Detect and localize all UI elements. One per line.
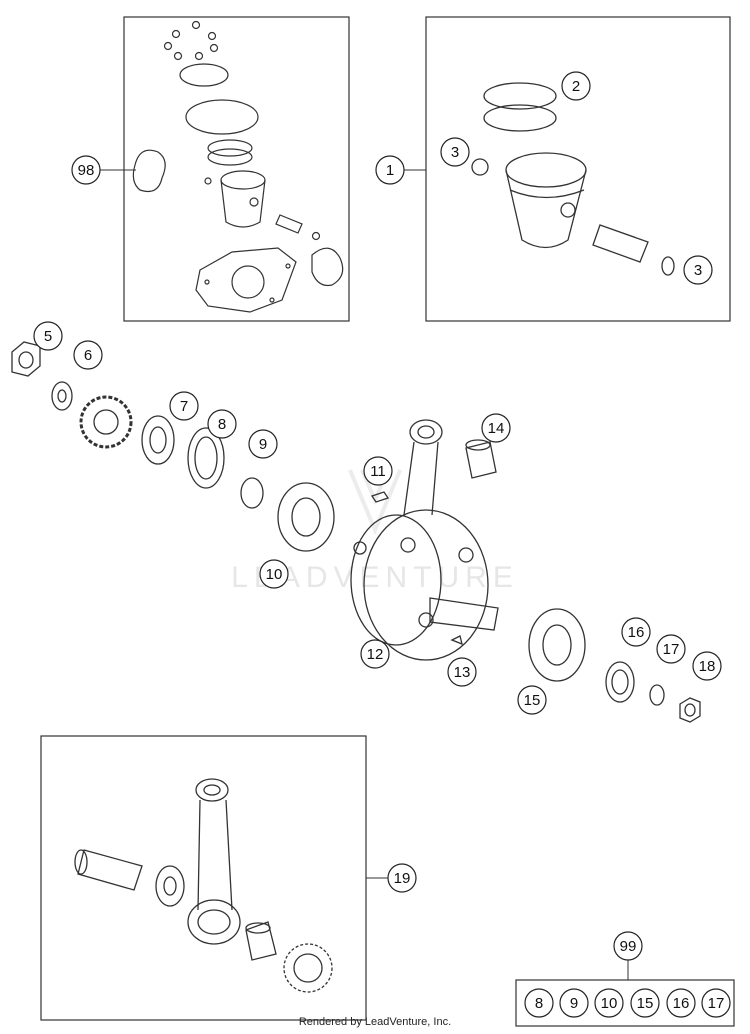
- svg-text:10: 10: [266, 566, 283, 583]
- callout-3-upper: 3: [440, 137, 470, 167]
- conrod-kit-parts: [74, 778, 333, 993]
- callout-2: 2: [561, 71, 591, 101]
- footer-credit: Rendered by LeadVenture, Inc.: [298, 1016, 452, 1028]
- callout-14: 14: [481, 413, 511, 443]
- kit-98-parts: [132, 20, 344, 313]
- callout-7: 7: [169, 391, 199, 421]
- callout-19: 19: [387, 863, 417, 893]
- svg-text:16: 16: [628, 624, 645, 641]
- svg-text:2: 2: [572, 78, 580, 95]
- svg-text:19: 19: [394, 870, 411, 887]
- kit-99-item: 9: [559, 988, 589, 1018]
- kit-99-item: 16: [666, 988, 696, 1018]
- callout-98: 98: [71, 155, 101, 185]
- svg-text:11: 11: [370, 463, 386, 480]
- callout-11: 11: [363, 456, 393, 486]
- svg-text:10: 10: [601, 995, 618, 1012]
- piston-parts: [471, 82, 675, 276]
- kit-99-item: 10: [594, 988, 624, 1018]
- svg-text:9: 9: [570, 995, 578, 1012]
- callout-8: 8: [207, 409, 237, 439]
- kit-99-frame: [515, 979, 735, 1027]
- kit-99-item: 15: [630, 988, 660, 1018]
- callout-15: 15: [517, 685, 547, 715]
- svg-text:15: 15: [524, 692, 541, 709]
- svg-text:99: 99: [620, 938, 637, 955]
- crank-parts: [11, 341, 701, 723]
- kit-99-item: 17: [701, 988, 731, 1018]
- callout-3-lower: 3: [683, 255, 713, 285]
- svg-text:18: 18: [699, 658, 716, 675]
- callout-13: 13: [447, 657, 477, 687]
- svg-text:8: 8: [218, 416, 226, 433]
- svg-text:9: 9: [259, 436, 267, 453]
- svg-text:16: 16: [673, 995, 690, 1012]
- kit-99-item: 8: [524, 988, 554, 1018]
- svg-text:3: 3: [451, 144, 459, 161]
- svg-text:98: 98: [78, 162, 95, 179]
- callout-16: 16: [621, 617, 651, 647]
- svg-text:5: 5: [44, 328, 52, 345]
- callout-6: 6: [73, 340, 103, 370]
- callout-17: 17: [656, 634, 686, 664]
- svg-text:6: 6: [84, 347, 92, 364]
- svg-text:12: 12: [367, 646, 384, 663]
- svg-text:1: 1: [386, 162, 394, 179]
- callout-5: 5: [33, 321, 63, 351]
- svg-text:15: 15: [637, 995, 654, 1012]
- kit-98-frame: [123, 16, 350, 322]
- callout-10: 10: [259, 559, 289, 589]
- svg-text:13: 13: [454, 664, 471, 681]
- svg-text:17: 17: [708, 995, 725, 1012]
- callout-99: 99: [613, 931, 643, 961]
- svg-text:17: 17: [663, 641, 680, 658]
- svg-text:8: 8: [535, 995, 543, 1012]
- svg-text:3: 3: [694, 262, 702, 279]
- svg-text:14: 14: [488, 420, 505, 437]
- svg-text:7: 7: [180, 398, 188, 415]
- kit-1-frame: [425, 16, 731, 322]
- callout-1: 1: [375, 155, 405, 185]
- callout-18: 18: [692, 651, 722, 681]
- callout-12: 12: [360, 639, 390, 669]
- callout-9: 9: [248, 429, 278, 459]
